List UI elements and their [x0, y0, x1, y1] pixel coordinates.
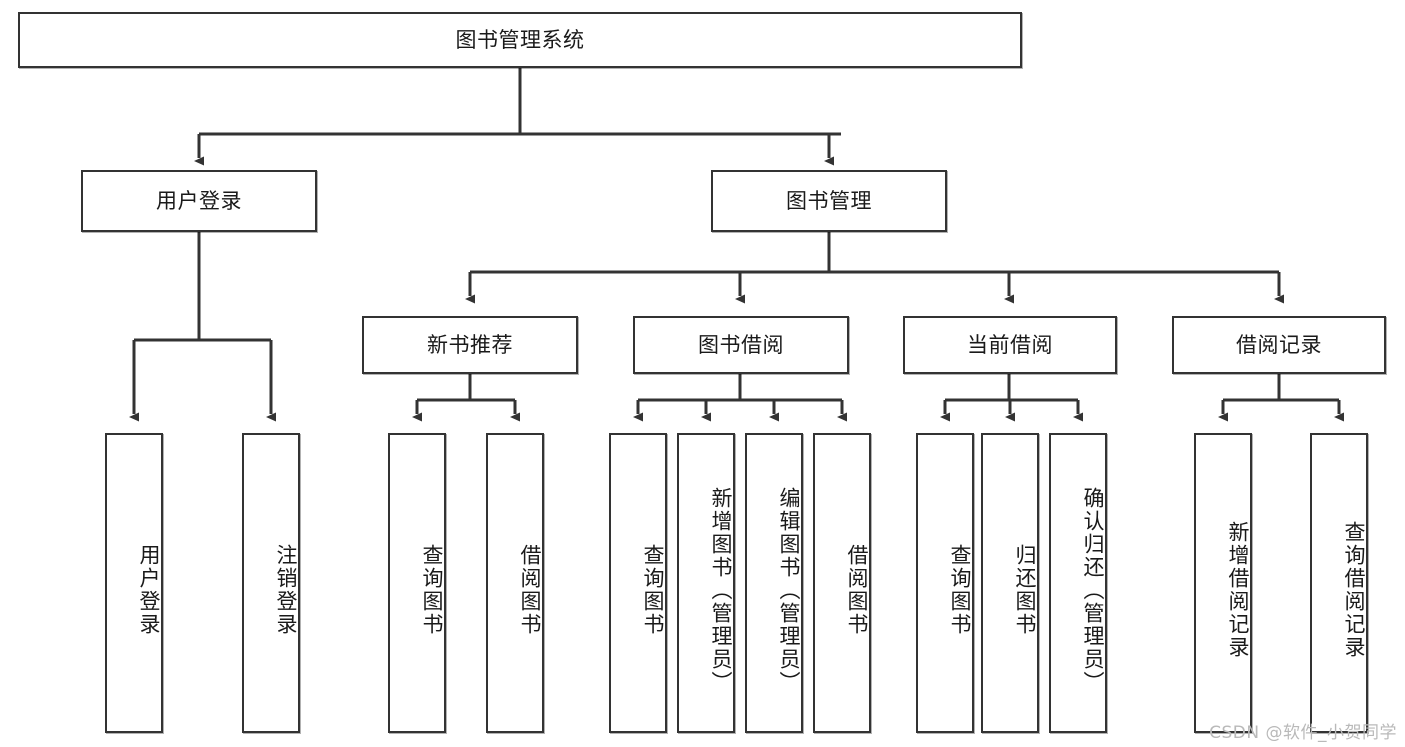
node-label: 借阅图书 — [845, 544, 869, 636]
leaf-borrow-book-new-book-rec[interactable]: 借阅图书 — [486, 433, 544, 733]
node-label: 借阅记录 — [1236, 332, 1322, 357]
leaf-add-book-admin[interactable]: 新增图书（管理员） — [677, 433, 735, 733]
node-label: 当前借阅 — [967, 332, 1053, 357]
node-user-login[interactable]: 用户登录 — [81, 170, 317, 232]
leaf-query-book-new-book-rec[interactable]: 查询图书 — [388, 433, 446, 733]
leaf-query-book-book-borrow[interactable]: 查询图书 — [609, 433, 667, 733]
node-borrow-record[interactable]: 借阅记录 — [1172, 316, 1386, 374]
leaf-query-book-current-borrow[interactable]: 查询图书 — [916, 433, 974, 733]
node-label: 注销登录 — [274, 544, 298, 636]
leaf-add-borrow-record[interactable]: 新增借阅记录 — [1194, 433, 1252, 733]
node-book-management[interactable]: 图书管理 — [711, 170, 947, 232]
node-label: 编辑图书（管理员） — [777, 486, 801, 694]
node-label: 图书管理 — [786, 188, 872, 213]
node-label: 新增借阅记录 — [1226, 521, 1250, 659]
node-label: 新书推荐 — [427, 332, 513, 357]
node-label: 查询图书 — [641, 544, 665, 636]
node-label: 用户登录 — [156, 188, 242, 213]
leaf-confirm-return-admin[interactable]: 确认归还（管理员） — [1049, 433, 1107, 733]
node-label: 图书借阅 — [698, 332, 784, 357]
leaf-query-borrow-record[interactable]: 查询借阅记录 — [1310, 433, 1368, 733]
node-label: 借阅图书 — [518, 544, 542, 636]
node-root-book-management-system[interactable]: 图书管理系统 — [18, 12, 1022, 68]
node-book-borrow[interactable]: 图书借阅 — [633, 316, 849, 374]
node-label: 用户登录 — [137, 544, 161, 636]
leaf-borrow-book-book-borrow[interactable]: 借阅图书 — [813, 433, 871, 733]
node-label: 查询借阅记录 — [1342, 521, 1366, 659]
node-label: 归还图书 — [1013, 544, 1037, 636]
leaf-user-login[interactable]: 用户登录 — [105, 433, 163, 733]
node-current-borrow[interactable]: 当前借阅 — [903, 316, 1117, 374]
leaf-logout-login[interactable]: 注销登录 — [242, 433, 300, 733]
leaf-return-book[interactable]: 归还图书 — [981, 433, 1039, 733]
node-label: 确认归还（管理员） — [1081, 486, 1105, 694]
node-label: 图书管理系统 — [455, 27, 585, 52]
node-label: 查询图书 — [420, 544, 444, 636]
node-new-book-recommendation[interactable]: 新书推荐 — [362, 316, 578, 374]
csdn-watermark: CSDN @软件_小贺同学 — [1209, 723, 1397, 743]
leaf-edit-book-admin[interactable]: 编辑图书（管理员） — [745, 433, 803, 733]
node-label: 新增图书（管理员） — [709, 486, 733, 694]
node-label: 查询图书 — [948, 544, 972, 636]
